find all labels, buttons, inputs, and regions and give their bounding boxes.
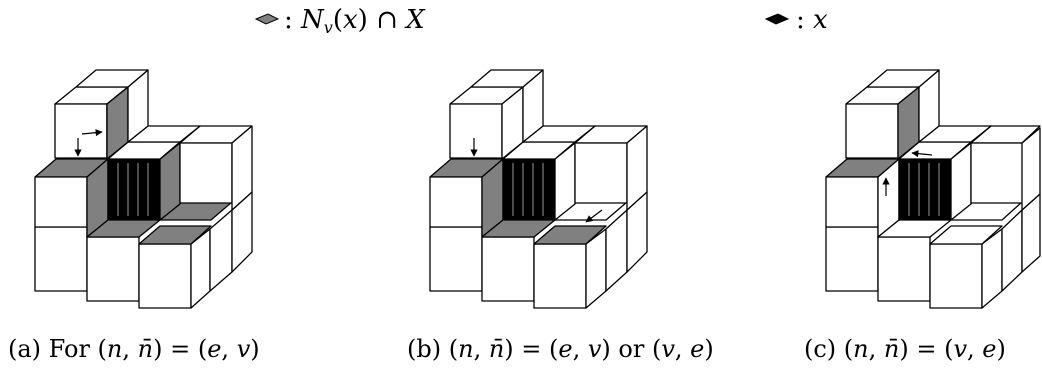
caption-c: (c) (n, n̄) = (v, e) — [804, 335, 1006, 363]
panel-b — [429, 69, 648, 309]
panel-a-arrow-right — [81, 129, 103, 137]
legend-black-swatch — [764, 13, 790, 25]
caption-a: (a) For (n, n̄) = (e, v) — [8, 335, 260, 363]
caption-b: (b) (n, n̄) = (e, v) or (v, e) — [407, 335, 714, 363]
panel-a — [34, 69, 253, 309]
legend-gray-swatch — [254, 13, 280, 25]
panel-b-arrow-diag — [585, 209, 603, 223]
panel-a-x-cell — [107, 158, 161, 221]
panel-b-x-cell — [502, 158, 556, 221]
panel-c — [825, 69, 1041, 309]
panel-c-arrow-left — [911, 150, 933, 158]
legend-gray-label: : Nv(x) ∩ X — [284, 5, 426, 37]
panel-c-x-cell — [898, 158, 952, 221]
legend-black-label: : x — [796, 5, 828, 35]
legend: : Nv(x) ∩ X : x — [254, 5, 828, 37]
